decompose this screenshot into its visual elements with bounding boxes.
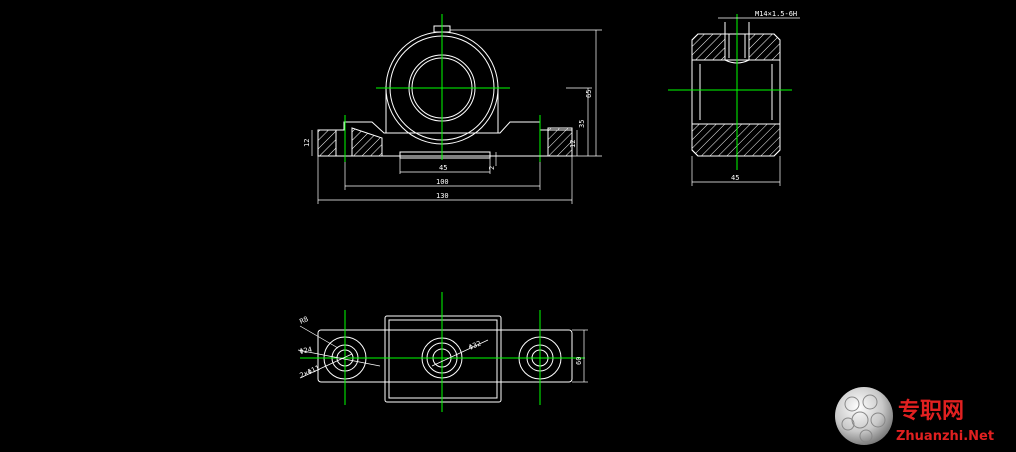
side-bottom-section	[691, 123, 781, 157]
watermark: 专职网 Zhuanzhi.Net	[835, 387, 994, 445]
top-view: R8 Φ24 2×Φ11 Φ32 60	[297, 292, 588, 412]
top-housing-inner	[388, 319, 498, 399]
side-top-left-section	[691, 33, 726, 61]
dim-base-right: 12	[569, 140, 577, 148]
side-top-right-section	[748, 33, 781, 61]
dim-thread: M14×1.5-6H	[755, 10, 797, 18]
side-view: M14×1.5-6H 45	[668, 10, 800, 186]
dim-top-depth: 60	[575, 357, 583, 365]
dim-dia-center: Φ32	[468, 339, 483, 351]
dim-side-width: 45	[731, 174, 739, 182]
ball-logo-icon	[835, 387, 893, 445]
front-view: 65 35 12 12 45 2 100 130	[303, 14, 602, 204]
dim-height-total: 65	[585, 90, 593, 98]
dim-bolt-span: 100	[436, 178, 449, 186]
dim-base-recess: 45	[439, 164, 447, 172]
dim-base-left: 12	[303, 139, 311, 147]
top-base-plate	[317, 329, 573, 383]
dim-center-height: 35	[578, 120, 586, 128]
dim-dia-left: Φ24	[299, 345, 313, 355]
top-housing	[384, 315, 502, 403]
dim-width-total: 130	[436, 192, 449, 200]
watermark-cn: 专职网	[898, 398, 964, 424]
dim-r: R8	[298, 315, 309, 326]
watermark-en: Zhuanzhi.Net	[896, 429, 994, 444]
dim-recess-depth: 2	[488, 166, 496, 170]
left-base-section	[351, 127, 383, 157]
base-recess	[399, 151, 491, 159]
left-bolt-section	[317, 129, 337, 157]
